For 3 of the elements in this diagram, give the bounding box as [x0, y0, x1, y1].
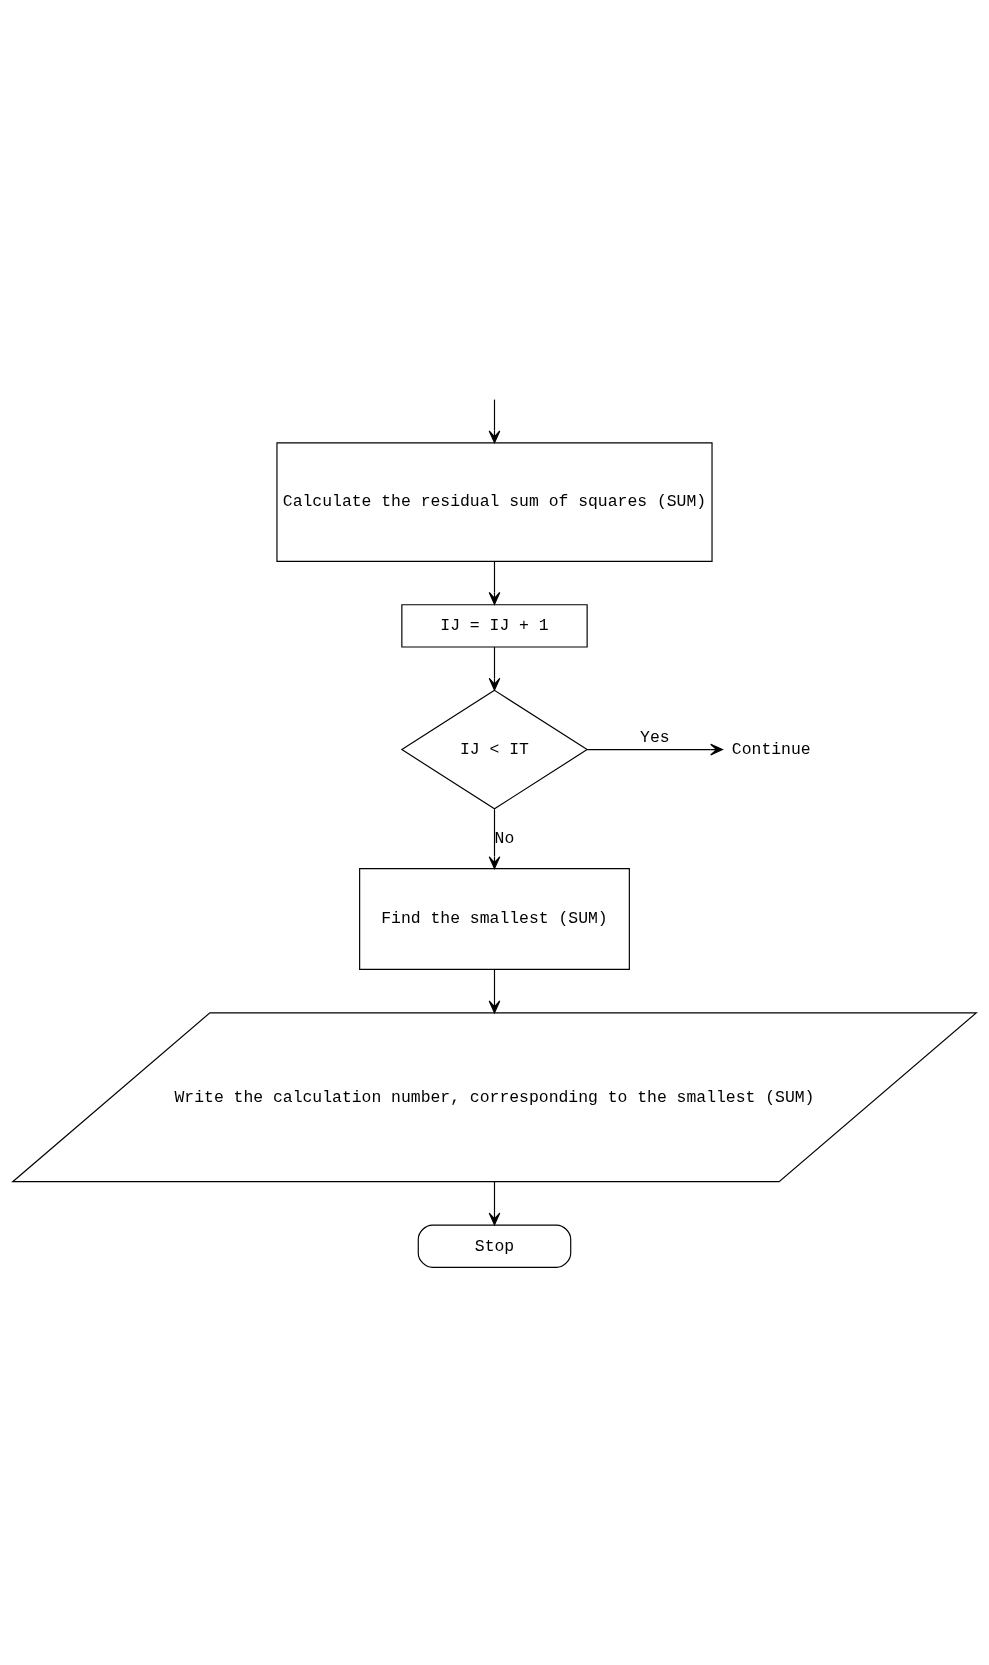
edge-label: Yes	[640, 727, 670, 747]
edge-label: No	[494, 828, 515, 848]
node-text: Continue	[731, 739, 811, 759]
